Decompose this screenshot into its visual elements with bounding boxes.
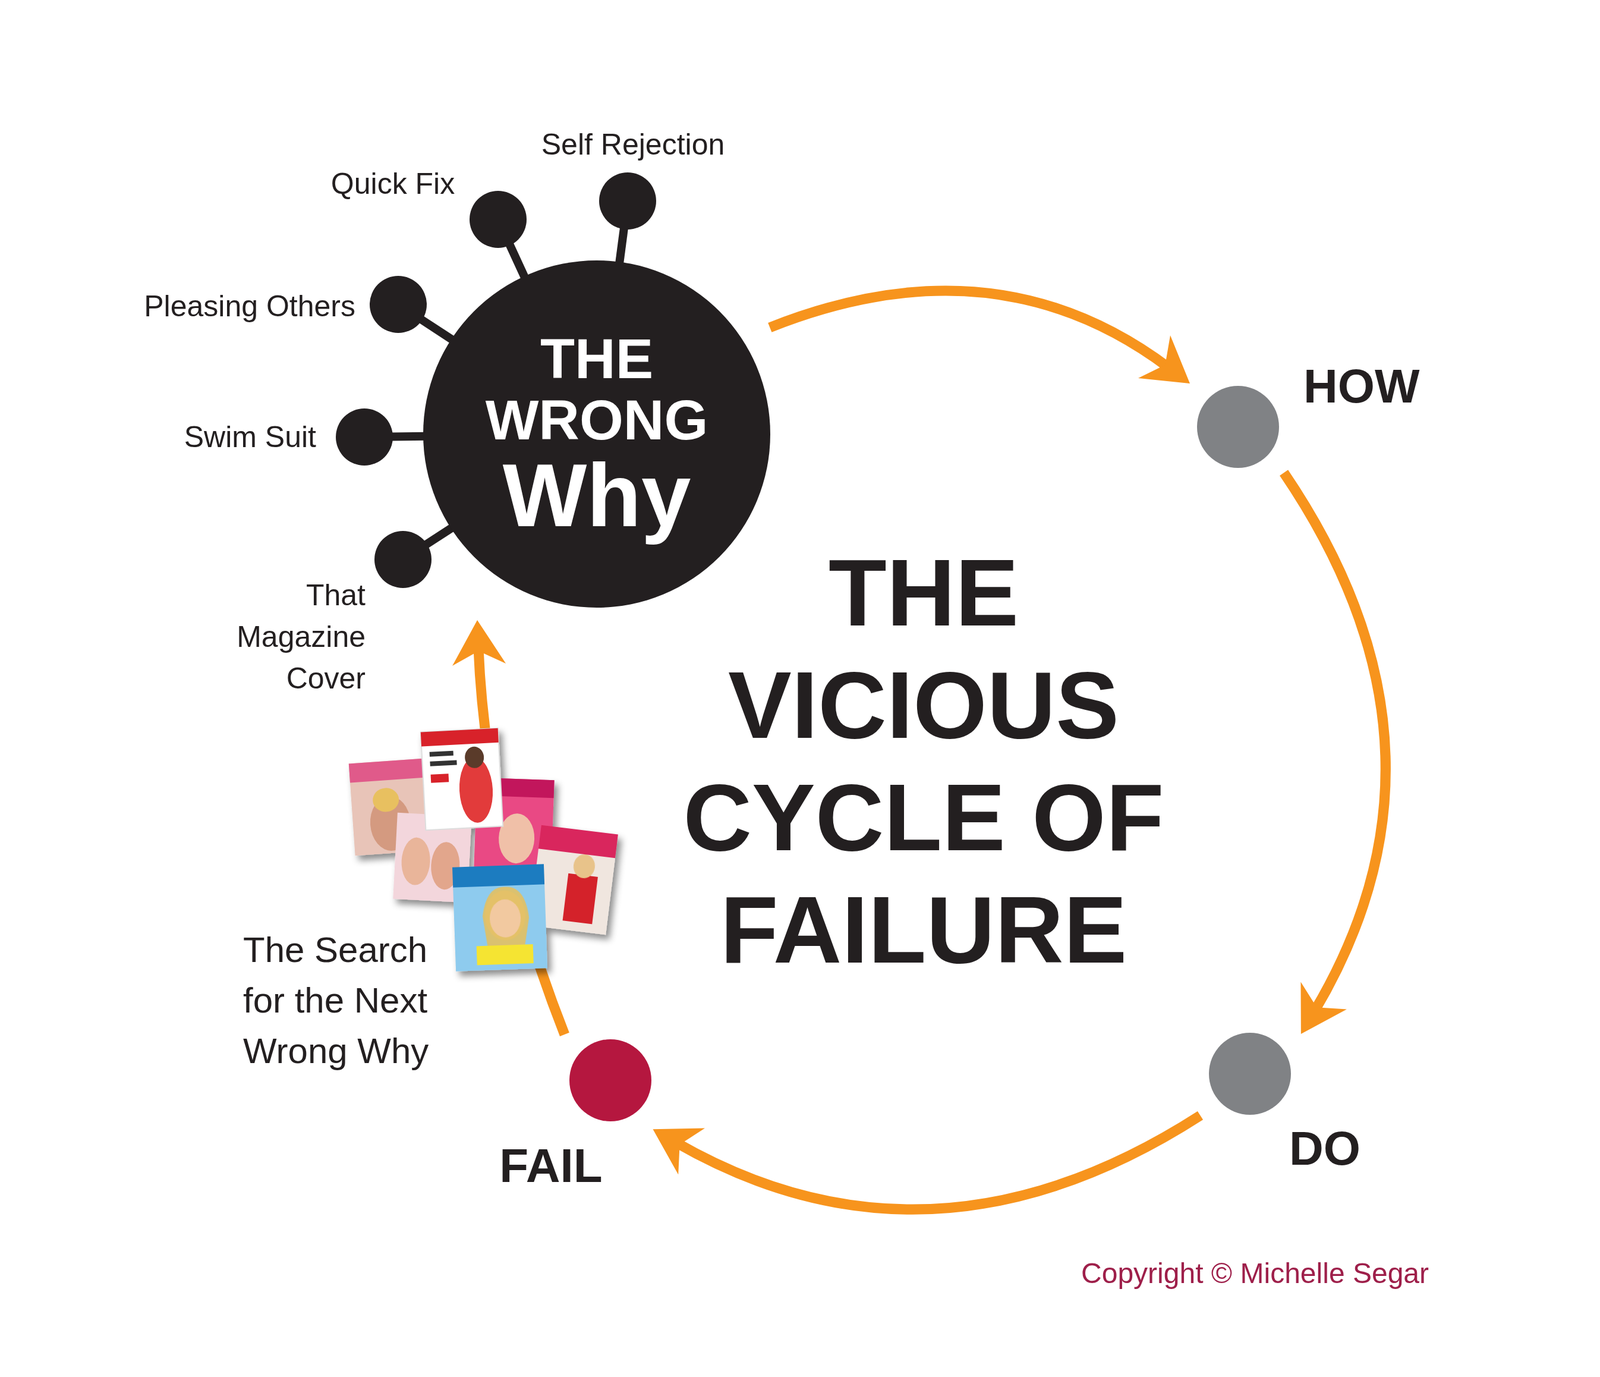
spoke-dot: Swim Suit <box>335 408 393 466</box>
spoke-line <box>619 227 625 265</box>
node-shape <box>1197 385 1280 468</box>
spoke-line <box>424 527 453 546</box>
node-shape <box>335 408 393 466</box>
node-shape <box>469 190 527 248</box>
node-circle <box>374 530 432 588</box>
spoke-line <box>508 243 525 279</box>
connector-line <box>769 290 1169 368</box>
node-label: Pleasing Others <box>143 285 356 327</box>
spoke-line <box>420 318 454 341</box>
connector-line <box>1283 472 1386 1011</box>
node-circle <box>1197 385 1280 468</box>
circle-word: Why <box>502 450 692 540</box>
node-shape <box>599 172 657 230</box>
node-label: Self Rejection <box>541 123 726 166</box>
node-shape <box>569 1038 652 1121</box>
circle-heading: THE WRONG <box>471 328 722 451</box>
node-label: HOW <box>1303 360 1420 413</box>
node-shape <box>374 530 432 588</box>
spoke-dot: That Magazine Cover <box>374 530 432 588</box>
node-label: DO <box>1289 1122 1361 1175</box>
connector-line <box>424 527 453 546</box>
magazine-cover <box>420 728 503 831</box>
cycle-note: The Search for the Next Wrong Why <box>243 924 458 1076</box>
spoke-dot: Quick Fix <box>469 190 527 248</box>
connector-line <box>619 227 625 265</box>
node-label: Quick Fix <box>331 162 455 205</box>
node-circle <box>1208 1032 1291 1115</box>
node-circle <box>469 190 527 248</box>
node-circle <box>599 172 657 230</box>
connector-line <box>390 432 426 442</box>
cycle-arrow <box>769 290 1190 384</box>
node-circle <box>369 275 427 333</box>
connector-line <box>508 243 525 279</box>
node-circle <box>569 1038 652 1121</box>
node-label: Swim Suit <box>184 416 317 458</box>
arrow-head <box>653 1128 706 1175</box>
diagram-title: THE VICIOUS CYCLE OF FAILURE <box>671 536 1177 986</box>
copyright-note: Copyright © Michelle Segar <box>1081 1255 1429 1291</box>
spoke-dot: Pleasing Others <box>369 275 427 333</box>
arrow-head <box>1138 335 1190 384</box>
node-circle <box>423 260 771 608</box>
stage-dot: DO <box>1208 1032 1291 1115</box>
node-label: That Magazine Cover <box>222 574 366 699</box>
spoke-line <box>390 435 426 437</box>
node-shape <box>369 275 427 333</box>
cycle-arrow <box>1283 472 1386 1034</box>
stage-dot: HOW <box>1197 385 1280 468</box>
connector-line <box>676 1115 1201 1209</box>
wrong-why-circle: THE WRONGWhy <box>423 260 771 608</box>
node-label: FAIL <box>499 1139 603 1192</box>
connector-line <box>420 318 454 341</box>
arrow-head <box>1301 981 1347 1034</box>
node-circle <box>335 408 393 466</box>
magazine-cover <box>452 863 548 971</box>
cycle-arrow <box>653 1115 1201 1209</box>
arrow-head <box>452 619 506 666</box>
spoke-dot: Self Rejection <box>599 172 657 230</box>
fail-dot: FAIL <box>569 1038 652 1121</box>
node-shape <box>1208 1032 1291 1115</box>
